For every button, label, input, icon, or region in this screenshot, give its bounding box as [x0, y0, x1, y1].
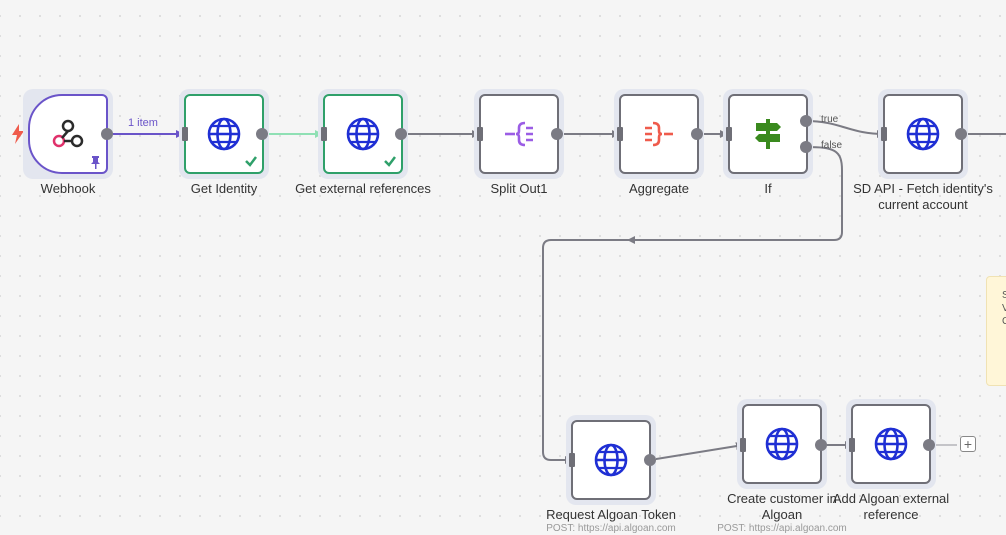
node-if-body[interactable] — [728, 94, 808, 174]
globe-icon — [346, 117, 380, 151]
node-sd-api-fetch-body[interactable] — [883, 94, 963, 174]
if-false-label: false — [821, 140, 843, 151]
node-create-customer[interactable]: Create customer in Algoan POST: https://… — [717, 399, 847, 534]
edge-if-false-to-request-token — [542, 146, 843, 464]
input-port[interactable] — [321, 127, 327, 141]
input-port[interactable] — [849, 438, 855, 452]
globe-icon — [874, 427, 908, 461]
sticky-note-line: S — [1002, 290, 1006, 301]
input-port[interactable] — [182, 127, 188, 141]
globe-icon — [594, 443, 628, 477]
node-split-out1[interactable]: Split Out1 — [474, 89, 564, 196]
aggregate-icon — [645, 121, 673, 147]
node-request-algoan-token[interactable]: Request Algoan Token POST: https://api.a… — [546, 415, 676, 534]
if-true-output-port[interactable] — [800, 115, 812, 127]
node-label: Aggregate — [629, 181, 689, 196]
edge-if-true-to-sd-api — [805, 120, 885, 138]
node-get-external-references[interactable]: Get external references — [295, 89, 431, 196]
node-get-external-references-body[interactable] — [323, 94, 403, 174]
sticky-note-line: V — [1002, 303, 1006, 314]
node-add-algoan-reference[interactable]: Add Algoan external reference — [833, 399, 949, 522]
output-port[interactable] — [923, 439, 935, 451]
output-port[interactable] — [256, 128, 268, 140]
node-split-out1-body[interactable] — [479, 94, 559, 174]
edge-item-count: 1 item — [128, 117, 158, 129]
success-check-icon — [245, 156, 257, 167]
output-port[interactable] — [395, 128, 407, 140]
node-webhook-body[interactable] — [28, 94, 108, 174]
node-add-algoan-reference-body[interactable] — [851, 404, 931, 484]
node-aggregate-body[interactable] — [619, 94, 699, 174]
node-request-algoan-token-body[interactable] — [571, 420, 651, 500]
input-port[interactable] — [617, 127, 623, 141]
success-check-icon — [384, 156, 396, 167]
sticky-note-line: C — [1002, 316, 1006, 327]
node-webhook[interactable]: Webhook — [23, 89, 113, 196]
node-label: Webhook — [40, 181, 96, 196]
input-port[interactable] — [726, 127, 732, 141]
node-sd-api-fetch[interactable]: SD API - Fetch identity's current accoun… — [853, 89, 993, 212]
node-aggregate[interactable]: Aggregate — [614, 89, 704, 196]
webhook-icon — [52, 119, 84, 148]
node-label: Get Identity — [190, 181, 258, 196]
node-get-identity-body[interactable] — [184, 94, 264, 174]
sticky-note[interactable]: S V C — [986, 276, 1006, 386]
trigger-bolt-icon — [12, 124, 24, 144]
output-port[interactable] — [551, 128, 563, 140]
if-true-label: true — [821, 114, 839, 125]
output-port[interactable] — [955, 128, 967, 140]
signpost-icon — [755, 119, 781, 149]
webhook-output-port[interactable] — [101, 128, 113, 140]
add-node-button[interactable]: + — [960, 436, 976, 452]
node-label: Request Algoan Token — [546, 507, 676, 522]
node-subtitle: POST: https://api.algoan.com — [546, 523, 676, 534]
node-label: Create customer in Algoan — [727, 491, 837, 522]
node-label: Split Out1 — [490, 181, 548, 196]
input-port[interactable] — [569, 453, 575, 467]
input-port[interactable] — [477, 127, 483, 141]
globe-icon — [906, 117, 940, 151]
node-label: Add Algoan external reference — [832, 491, 950, 522]
input-port[interactable] — [740, 438, 746, 452]
input-port[interactable] — [881, 127, 887, 141]
output-port[interactable] — [815, 439, 827, 451]
globe-icon — [765, 427, 799, 461]
globe-icon — [207, 117, 241, 151]
node-label: If — [764, 181, 772, 196]
if-false-output-port[interactable] — [800, 141, 812, 153]
split-out-icon — [505, 121, 533, 147]
output-port[interactable] — [691, 128, 703, 140]
node-label: SD API - Fetch identity's current accoun… — [853, 181, 993, 212]
node-label: Get external references — [295, 181, 431, 196]
node-subtitle: POST: https://api.algoan.com — [717, 523, 847, 534]
output-port[interactable] — [644, 454, 656, 466]
node-get-identity[interactable]: Get Identity — [179, 89, 269, 196]
node-if[interactable]: If — [723, 89, 813, 196]
pin-icon — [91, 156, 100, 169]
edge-request-token-to-create-customer — [649, 442, 744, 461]
node-create-customer-body[interactable] — [742, 404, 822, 484]
